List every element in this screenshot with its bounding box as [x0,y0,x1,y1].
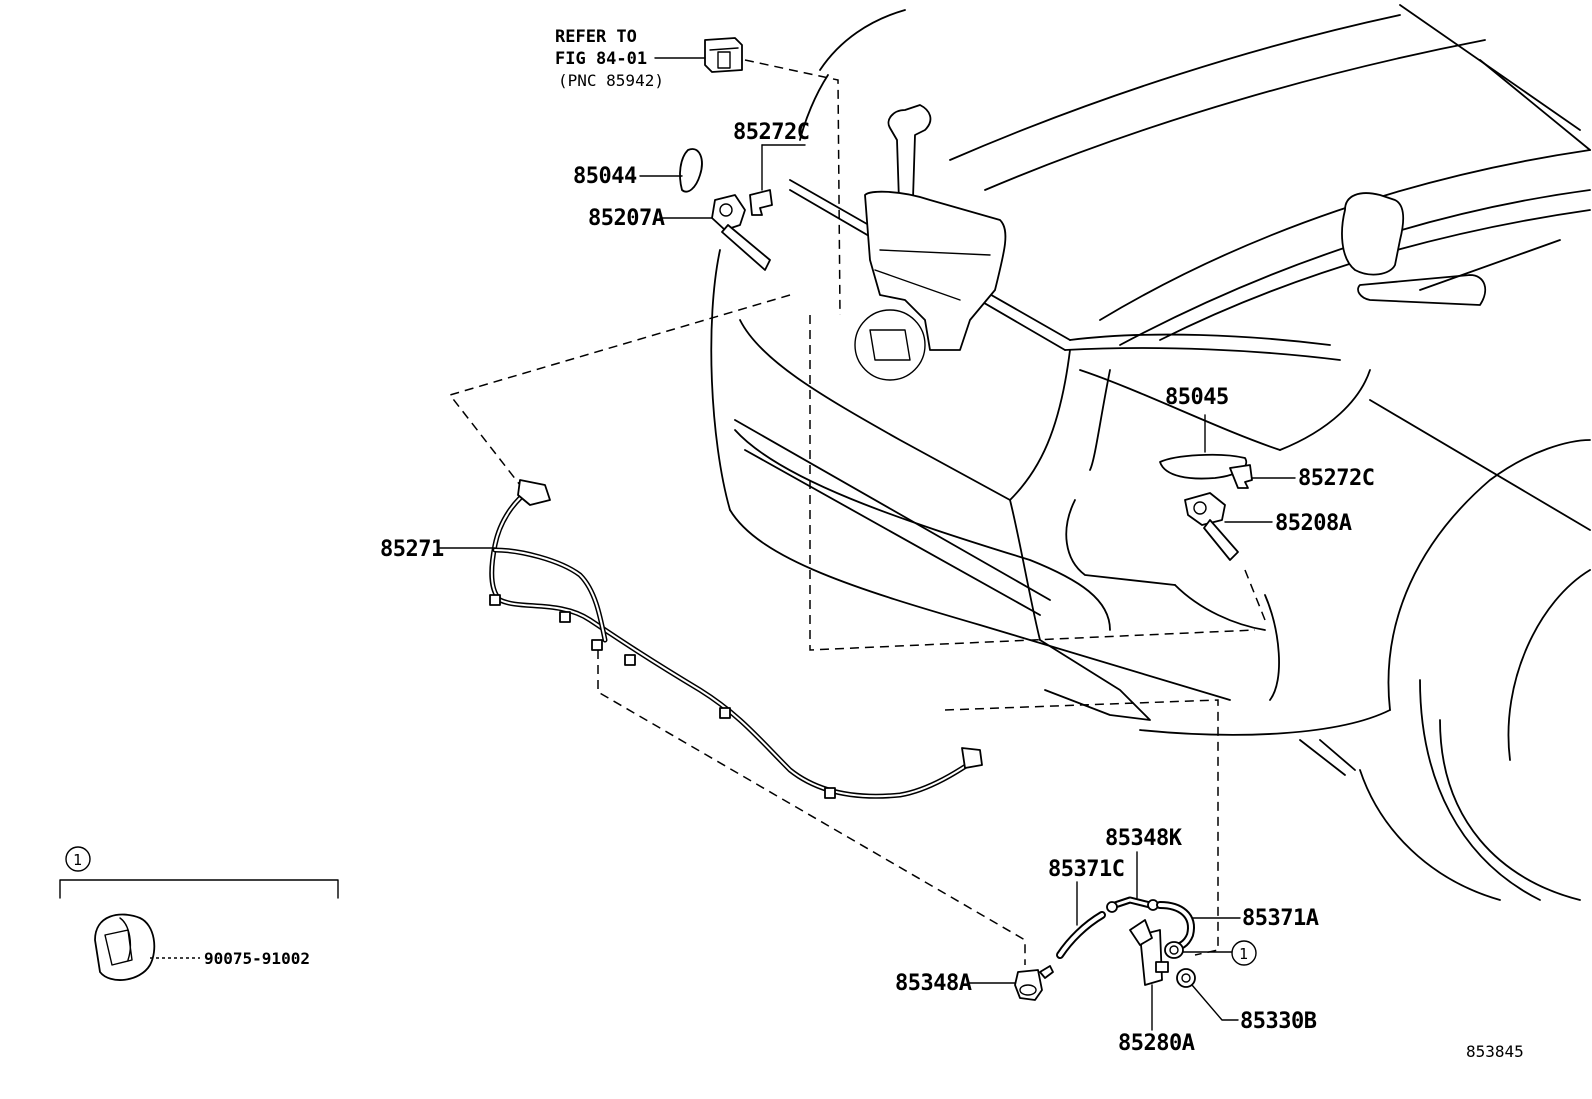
pointer-marker-number: 1 [1239,945,1248,963]
bushing-90075-91002[interactable] [94,913,156,981]
label-85348k[interactable]: 85348K [1105,826,1183,851]
hose-joint-85348k[interactable] [1106,896,1159,913]
label-85348a[interactable]: 85348A [895,971,972,996]
label-85044[interactable]: 85044 [573,164,637,189]
label-85207a[interactable]: 85207A [588,206,665,231]
hose-85371c[interactable] [1056,911,1106,959]
reference-line1: REFER TO [555,27,637,47]
reference-line2: FIG 84-01 [555,49,647,69]
label-85271[interactable]: 85271 [380,537,444,562]
washer-joint-85348a[interactable] [1014,965,1054,1001]
washer-pump-85280a[interactable] [1129,919,1169,986]
label-85371c[interactable]: 85371C [1048,857,1125,882]
vehicle-body-outline [710,4,1591,901]
headlamp-washer-cover-85044[interactable] [679,148,703,193]
washer-motor-reference-icon[interactable] [704,37,743,73]
label-90075-91002[interactable]: 90075-91002 [204,949,310,968]
reference-line3: (PNC 85942) [558,71,664,90]
washer-nozzle-85208a[interactable] [1184,492,1239,561]
gasket-85330b[interactable] [1176,968,1196,988]
inset-marker-circle [65,846,91,872]
inset-marker-number: 1 [73,851,82,869]
label-85272c-right[interactable]: 85272C [1298,466,1375,491]
dashed-leaders [448,59,1266,965]
washer-tank [854,104,1007,381]
label-85208a[interactable]: 85208A [1275,511,1352,536]
label-85330b[interactable]: 85330B [1240,1009,1317,1034]
grommet-pointer[interactable] [1164,941,1184,959]
callout-labels: 85272C 85044 85207A 85045 85272C 85208A … [380,120,1375,1056]
clip-85272c-right[interactable] [1229,464,1253,489]
label-85280a[interactable]: 85280A [1118,1031,1195,1056]
illustration-number: 853845 [1466,1042,1524,1061]
reference-note: REFER TO FIG 84-01 (PNC 85942) [555,27,664,90]
label-85371a[interactable]: 85371A [1242,906,1319,931]
clip-85272c-top[interactable] [749,189,773,216]
detail-inset [59,846,339,981]
label-85272c-top[interactable]: 85272C [733,120,810,145]
pointer-marker-circle [1231,940,1257,966]
tank-detail-circle [854,309,926,381]
washer-hose-85271[interactable] [489,479,983,799]
label-85045[interactable]: 85045 [1165,385,1229,410]
